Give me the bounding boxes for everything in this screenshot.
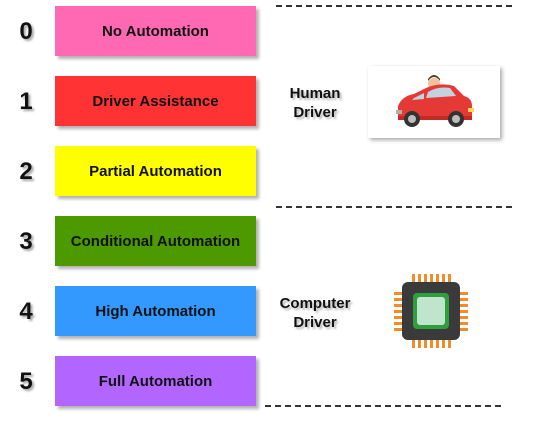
level-number-3: 3 <box>19 228 33 255</box>
divider-middle <box>276 206 512 208</box>
level-number-1: 1 <box>19 88 33 115</box>
level-box-high-automation: High Automation <box>55 286 256 336</box>
level-number-5: 5 <box>19 368 33 395</box>
computer-driver-label: Computer Driver <box>279 295 351 331</box>
level-box-no-automation: No Automation <box>55 6 256 56</box>
level-label: No Automation <box>102 22 209 40</box>
car-with-driver-icon <box>396 75 474 127</box>
level-number-2: 2 <box>19 158 33 185</box>
level-number-4: 4 <box>19 298 33 325</box>
cpu-chip-icon <box>394 274 468 348</box>
level-box-partial-automation: Partial Automation <box>55 146 256 196</box>
level-label: High Automation <box>95 302 216 320</box>
level-label: Full Automation <box>98 372 213 390</box>
level-label: Partial Automation <box>89 162 222 180</box>
human-driver-label: Human Driver <box>289 85 341 121</box>
level-box-driver-assistance: Driver Assistance <box>55 76 256 126</box>
level-box-conditional-automation: Conditional Automation <box>55 216 256 266</box>
level-label: Driver Assistance <box>92 92 219 110</box>
car-card <box>368 66 500 138</box>
level-label: Conditional Automation <box>70 232 241 250</box>
divider-bottom <box>265 405 501 407</box>
level-box-full-automation: Full Automation <box>55 356 256 406</box>
level-number-0: 0 <box>19 18 33 45</box>
divider-top <box>276 5 512 7</box>
